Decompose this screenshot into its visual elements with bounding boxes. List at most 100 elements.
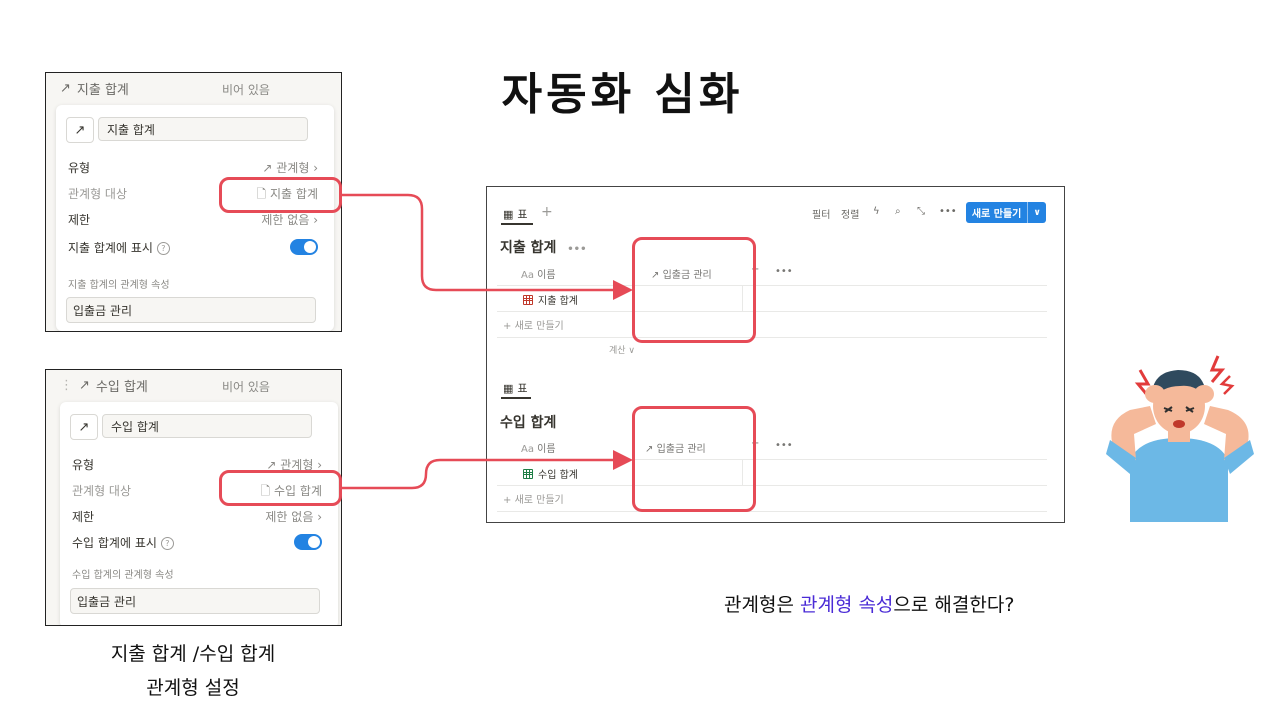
type-row[interactable]: 유형 ↗ 관계형 › [68, 157, 318, 177]
question-part-1: 관계형은 [724, 594, 800, 616]
chevron-right-icon: › [309, 161, 318, 175]
property-name-input[interactable]: 수입 합계 [102, 414, 312, 438]
bottom-question: 관계형은 관계형 속성으로 해결한다? [724, 590, 1014, 617]
relation-column-header[interactable]: ↗ 입출금 관리 [645, 440, 706, 455]
filter-button[interactable]: 필터 [812, 210, 831, 221]
caption-line-1: 지출 합계 /수입 합계 [110, 643, 276, 665]
limit-value: 제한 없음 [261, 213, 310, 227]
relation-target-row[interactable]: 관계형 대상 🗋 수입 합계 [72, 480, 322, 500]
calculate-button[interactable]: 계산 ∨ [609, 343, 635, 356]
spreadsheet-icon [523, 468, 533, 479]
table-view-tab-label: 표 [517, 208, 528, 221]
limit-row[interactable]: 제한 제한 없음 › [68, 209, 318, 229]
limit-value: 제한 없음 [265, 510, 314, 524]
arrow-up-right-icon: ↗ [262, 161, 277, 175]
relation-prop-input[interactable]: 입출금 관리 [70, 588, 320, 614]
add-row-button[interactable]: + 새로 만들기 [503, 491, 564, 506]
limit-row[interactable]: 제한 제한 없음 › [72, 506, 322, 526]
cell-divider [742, 285, 743, 311]
property-icon-button[interactable]: ↗ [66, 117, 94, 143]
relation-prop-label: 지출 합계의 관계형 속성 [68, 280, 170, 291]
more-options-icon[interactable]: ••• [775, 440, 793, 451]
expense-property-editor: ↗ 지출 합계 유형 ↗ 관계형 › 관계형 대상 🗋 지출 합계 제한 제한 … [56, 105, 334, 331]
expand-icon[interactable]: ⤡ [917, 206, 925, 217]
relation-column-header[interactable]: ↗ 입출금 관리 [651, 266, 712, 281]
relation-target-label: 관계형 대상 [68, 187, 128, 201]
expense-header-value: 비어 있음 [222, 83, 270, 97]
arrow-up-right-icon: ↗ [78, 419, 90, 435]
income-table-view-tab[interactable]: ▦ 표 [503, 380, 528, 396]
lightning-icon[interactable]: ϟ [873, 206, 880, 217]
new-button-label: 새로 만들기 [971, 209, 1022, 220]
income-panel-header[interactable]: ⋮ ↗ 수입 합계 [60, 376, 148, 395]
income-table-title: 수입 합계 [500, 415, 557, 431]
show-on-row: 수입 합계에 표시? [72, 532, 322, 552]
table-row[interactable]: 지출 합계 [523, 292, 578, 307]
text-type-icon: Aa [521, 444, 534, 455]
divider [497, 459, 1047, 460]
income-connector-arrow [342, 450, 633, 490]
arrow-up-right-icon: ↗ [266, 458, 281, 472]
type-value: 관계형 [276, 161, 310, 175]
income-property-panel: ⋮ ↗ 수입 합계 비어 있음 ↗ 수입 합계 유형 ↗ 관계형 › 관계형 대… [45, 369, 342, 626]
question-part-2: 으로 해결한다? [893, 594, 1015, 616]
property-icon-button[interactable]: ↗ [70, 414, 98, 440]
text-type-icon: Aa [521, 270, 534, 281]
plus-icon: + [503, 495, 515, 506]
show-on-toggle[interactable] [290, 239, 318, 255]
page-icon: 🗋 [256, 187, 271, 201]
database-view: ▦ 표 + 필터 정렬 ϟ ⌕ ⤡ ••• 새로 만들기 ∨ 지출 합계 •••… [486, 186, 1065, 523]
caption-line-2: 관계형 설정 [146, 677, 240, 699]
add-row-label: 새로 만들기 [514, 321, 564, 332]
name-column-header[interactable]: Aa 이름 [521, 440, 556, 455]
name-column-header[interactable]: Aa 이름 [521, 266, 556, 281]
chevron-right-icon: › [313, 458, 322, 472]
income-header-value: 비어 있음 [222, 380, 270, 394]
more-options-icon[interactable]: ••• [775, 266, 793, 277]
highlight-expense-target [219, 177, 342, 213]
property-name-input[interactable]: 지출 합계 [98, 117, 308, 141]
more-options-icon[interactable]: ••• [567, 244, 587, 255]
income-table-view-tab-label: 표 [517, 382, 528, 395]
sort-button[interactable]: 정렬 [841, 210, 860, 221]
type-row[interactable]: 유형 ↗ 관계형 › [72, 454, 322, 474]
cell-divider [742, 459, 743, 485]
relation-prop-input[interactable]: 입출금 관리 [66, 297, 316, 323]
search-icon[interactable]: ⌕ [895, 206, 901, 217]
expense-table-title: 지출 합계 ••• [500, 237, 586, 257]
show-on-label: 지출 합계에 표시 [68, 241, 153, 255]
new-button[interactable]: 새로 만들기 ∨ [966, 202, 1046, 223]
relation-column-label: 입출금 관리 [656, 444, 706, 455]
add-view-plus-icon[interactable]: + [541, 204, 553, 220]
chevron-down-icon[interactable]: ∨ [1027, 202, 1046, 223]
drag-handle-icon[interactable]: ⋮ [60, 378, 73, 393]
expense-panel-header[interactable]: ↗ 지출 합계 [60, 79, 129, 98]
show-on-toggle[interactable] [294, 534, 322, 550]
table-row[interactable]: 수입 합계 [523, 466, 578, 481]
name-column-label: 이름 [537, 444, 556, 455]
add-row-button[interactable]: + 새로 만들기 [503, 317, 564, 332]
highlight-expense-relation-column [632, 237, 756, 343]
help-icon[interactable]: ? [156, 242, 170, 255]
divider [497, 485, 1047, 486]
arrow-up-right-icon: ↗ [60, 81, 71, 96]
calculate-label: 계산 [609, 346, 626, 356]
plus-icon: + [503, 321, 515, 332]
expense-connector-arrow [342, 193, 633, 300]
table-view-tab[interactable]: ▦ 표 [503, 206, 528, 222]
spreadsheet-icon [523, 294, 533, 305]
chevron-right-icon: › [309, 213, 318, 227]
type-label: 유형 [68, 161, 91, 175]
relation-target-value: 수입 합계 [274, 484, 322, 498]
help-icon[interactable]: ? [160, 537, 174, 550]
limit-label: 제한 [68, 213, 91, 227]
more-options-icon[interactable]: ••• [939, 206, 957, 217]
divider [497, 285, 1047, 286]
relation-target-row[interactable]: 관계형 대상 🗋 지출 합계 [68, 183, 318, 203]
name-column-label: 이름 [537, 270, 556, 281]
divider [497, 337, 1047, 338]
arrow-up-right-icon: ↗ [79, 378, 90, 393]
relation-column-label: 입출금 관리 [662, 270, 712, 281]
expense-header-name: 지출 합계 [76, 83, 129, 98]
arrow-up-right-icon: ↗ [651, 270, 663, 281]
